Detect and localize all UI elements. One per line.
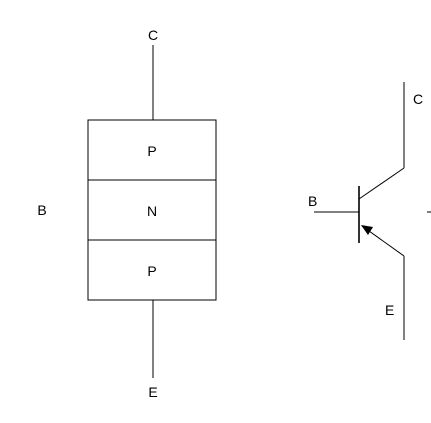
layer-bottom-label: P [147,263,156,279]
layer-middle-n [87,179,217,241]
layer-emitter-label: E [148,384,157,400]
layer-middle-label: N [147,203,157,219]
layer-base-label: B [37,202,46,218]
layer-bottom-p [87,239,217,301]
symbol-collector-diagonal [358,167,405,200]
symbol-emitter-arrow-icon [361,225,373,235]
layer-collector-label: C [148,27,158,43]
pnp-layer-structure: C P N P B E [37,27,217,400]
symbol-base-label: B [308,193,317,209]
symbol-collector-label: C [413,91,423,107]
layer-top-label: P [147,143,156,159]
pnp-schematic-symbol: C B E [308,82,431,340]
symbol-emitter-label: E [385,302,394,318]
